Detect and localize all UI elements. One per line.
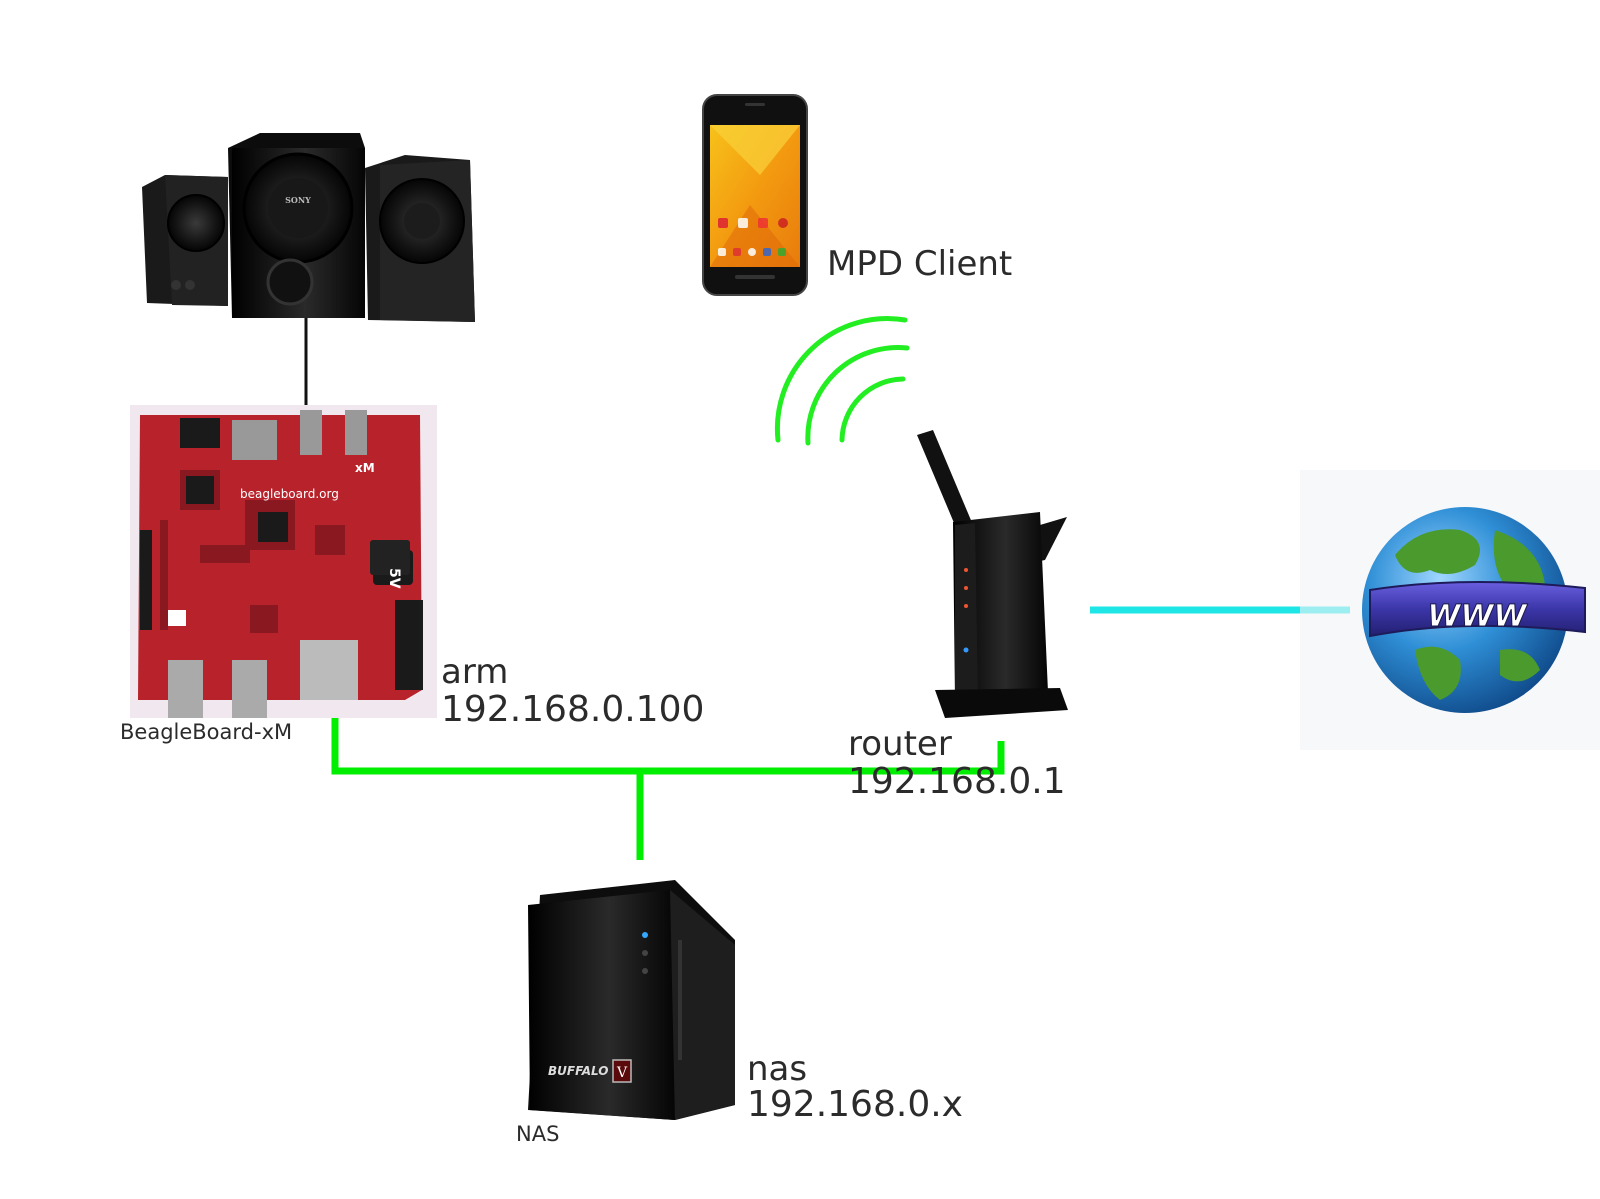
router-name: router <box>848 724 952 764</box>
globe-www-icon: WWW <box>1300 470 1600 750</box>
lan-link-router <box>640 741 1005 775</box>
speakers-icon: SONY <box>142 133 475 322</box>
nas-badge: V <box>616 1065 628 1081</box>
arm-ip: 192.168.0.100 <box>441 689 705 730</box>
nas-brand: BUFFALO <box>548 1064 608 1078</box>
router-icon <box>917 430 1068 718</box>
nas-name: nas <box>747 1049 808 1089</box>
connections <box>304 318 1350 860</box>
beagleboard-icon: xM beagleboard.org 5V <box>130 405 437 718</box>
router-ip: 192.168.0.1 <box>848 761 1066 802</box>
board-model: xM <box>355 461 375 475</box>
nas-icon: BUFFALO V <box>528 880 735 1120</box>
globe-badge: WWW <box>1427 599 1528 634</box>
arm-caption: BeagleBoard-xM <box>120 720 293 744</box>
client-label: MPD Client <box>827 244 1013 284</box>
nas-caption: NAS <box>516 1122 560 1146</box>
arm-name: arm <box>441 652 509 692</box>
nas-ip: 192.168.0.x <box>747 1084 963 1125</box>
board-jack-label: 5V <box>386 568 402 589</box>
speaker-brand: SONY <box>285 195 311 205</box>
lan-link-arm <box>331 712 640 775</box>
wifi-signal-icon <box>774 316 910 446</box>
board-site: beagleboard.org <box>240 487 339 501</box>
smartphone-icon <box>702 94 808 296</box>
